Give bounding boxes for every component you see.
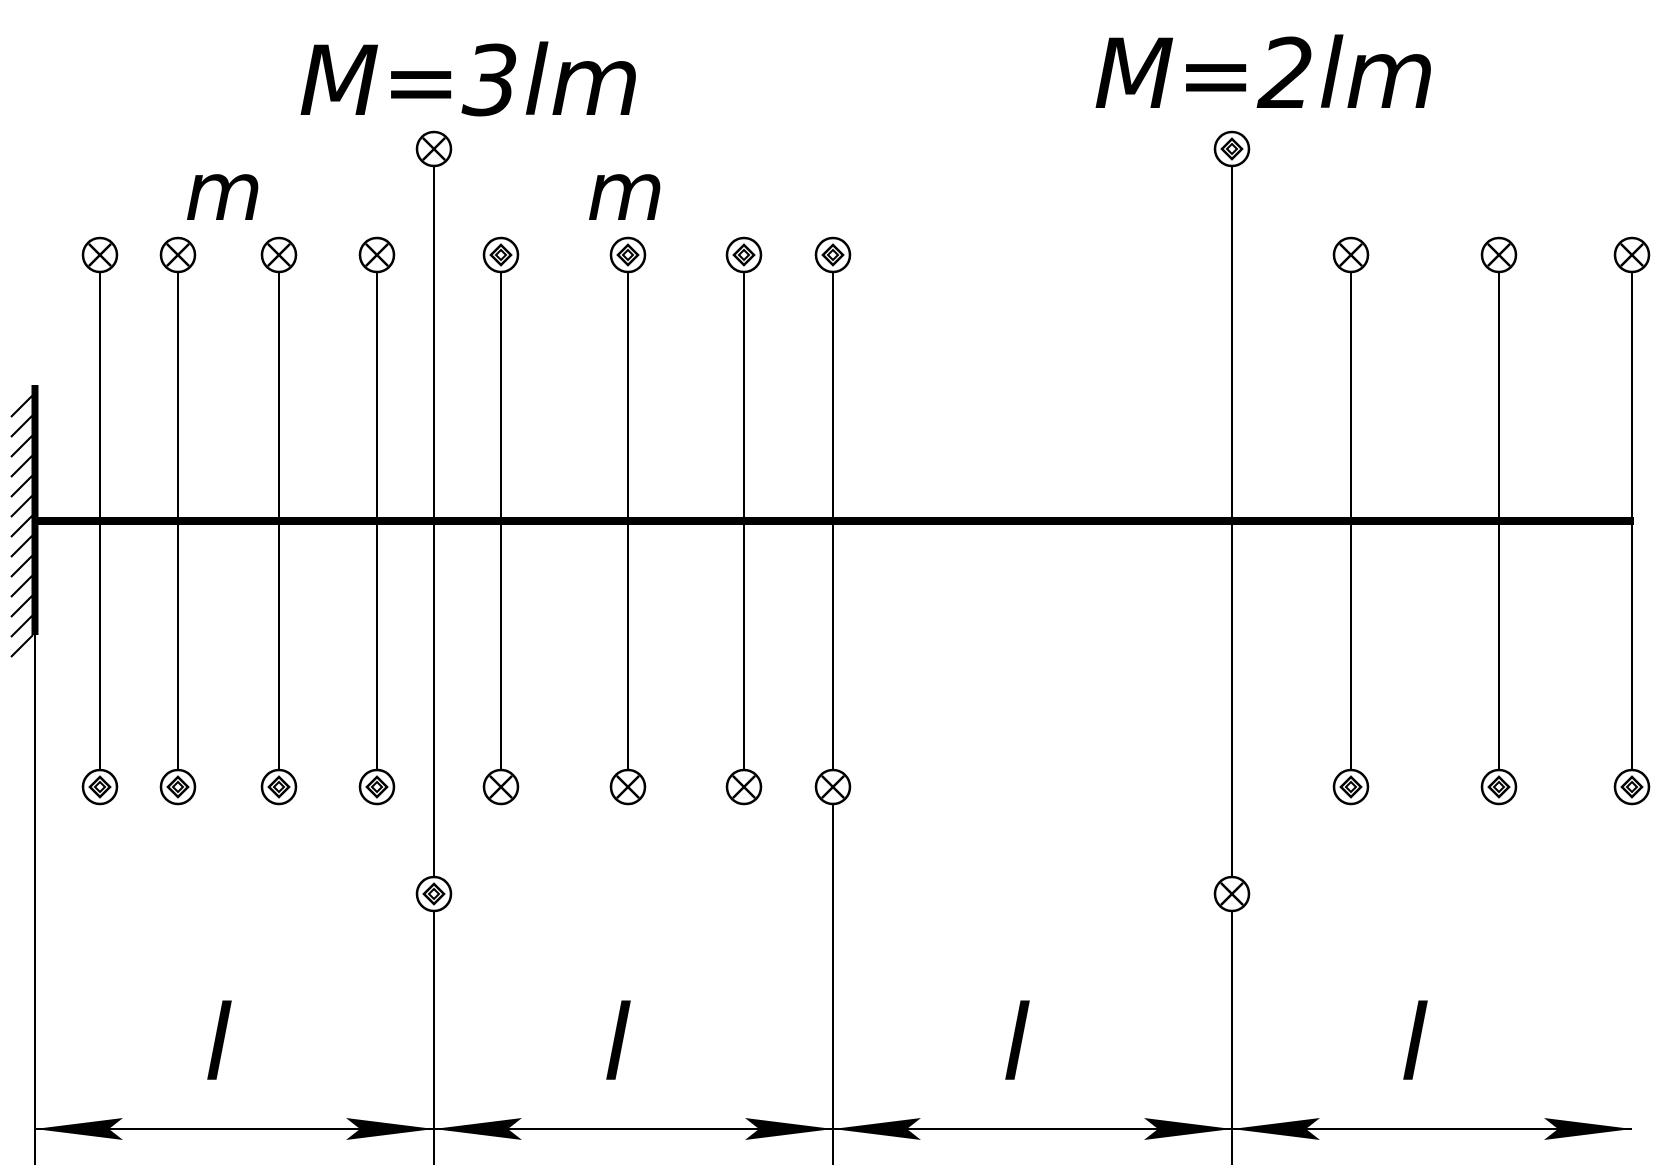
cross-circle-icon — [415, 130, 453, 168]
cross-circle-icon — [1213, 875, 1251, 913]
cross-circle-icon — [814, 768, 852, 806]
arrowhead-icon — [346, 1118, 434, 1140]
dot-circle-icon — [1613, 768, 1651, 806]
moment-label-2: M=2lm — [1093, 19, 1438, 131]
dot-circle-icon — [1480, 768, 1518, 806]
cross-circle-icon — [159, 236, 197, 274]
dot-circle-icon — [81, 768, 119, 806]
dot-circle-icon — [415, 875, 453, 913]
arrowhead-icon — [1544, 1118, 1632, 1140]
arrowhead-icon — [35, 1118, 123, 1140]
cross-circle-icon — [358, 236, 396, 274]
cross-circle-icon — [482, 768, 520, 806]
dot-circle-icon — [814, 236, 852, 274]
dot-circle-icon — [1332, 768, 1370, 806]
moment-couples — [81, 130, 1651, 1165]
cross-circle-icon — [81, 236, 119, 274]
dot-circle-icon — [1213, 130, 1251, 168]
arrowhead-icon — [1144, 1118, 1232, 1140]
distributed-label-1: m — [184, 145, 264, 240]
dimension-label-3: l — [1002, 983, 1031, 1105]
distributed-label-2: m — [586, 145, 666, 240]
dimension-label-4: l — [1400, 983, 1429, 1105]
arrowhead-icon — [745, 1118, 833, 1140]
cross-circle-icon — [260, 236, 298, 274]
cross-circle-icon — [1332, 236, 1370, 274]
cross-circle-icon — [1480, 236, 1518, 274]
dimension-label-1: l — [204, 983, 233, 1105]
fixed-support — [10, 385, 39, 658]
moment-label-1: M=3lm — [298, 26, 643, 138]
cross-circle-icon — [1613, 236, 1651, 274]
cross-circle-icon — [725, 768, 763, 806]
arrowhead-icon — [1232, 1118, 1320, 1140]
dimension-lines — [35, 1118, 1632, 1140]
arrowhead-icon — [434, 1118, 522, 1140]
cross-circle-icon — [609, 768, 647, 806]
dot-circle-icon — [725, 236, 763, 274]
dot-circle-icon — [358, 768, 396, 806]
dot-circle-icon — [260, 768, 298, 806]
dot-circle-icon — [482, 236, 520, 274]
dimension-label-2: l — [603, 983, 632, 1105]
arrowhead-icon — [833, 1118, 921, 1140]
dot-circle-icon — [159, 768, 197, 806]
witness-lines — [34, 635, 834, 1165]
dot-circle-icon — [609, 236, 647, 274]
